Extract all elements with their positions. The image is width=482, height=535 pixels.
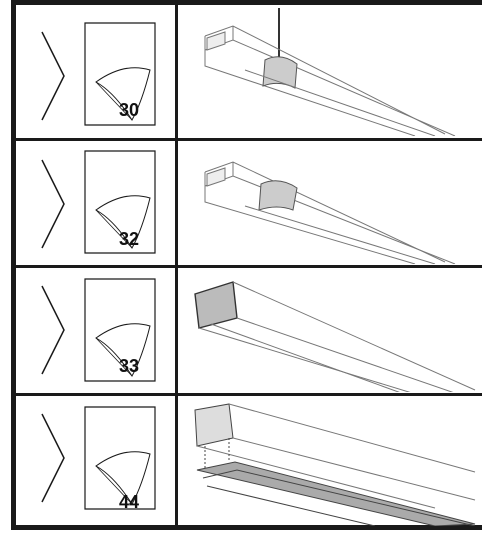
rail-illustration bbox=[194, 403, 476, 526]
row-divider bbox=[11, 393, 482, 396]
chevron-right-icon bbox=[41, 31, 65, 121]
page-number: 44 bbox=[119, 492, 140, 512]
chevron-right-icon bbox=[41, 413, 65, 503]
row-divider bbox=[11, 265, 482, 268]
row-divider bbox=[11, 138, 482, 141]
rail-illustration bbox=[204, 161, 456, 264]
page-curl-icon bbox=[84, 22, 156, 126]
chevron-right-icon bbox=[41, 159, 65, 249]
page-number: 30 bbox=[119, 100, 140, 120]
page-curl-icon bbox=[84, 278, 156, 382]
rail-illustration bbox=[194, 281, 476, 392]
page-curl-icon bbox=[84, 150, 156, 254]
chevron-right-icon bbox=[41, 285, 65, 375]
rail-illustration bbox=[204, 8, 456, 136]
page-number: 32 bbox=[119, 229, 140, 249]
page-curl-icon bbox=[84, 406, 156, 510]
page-number: 33 bbox=[119, 356, 140, 376]
